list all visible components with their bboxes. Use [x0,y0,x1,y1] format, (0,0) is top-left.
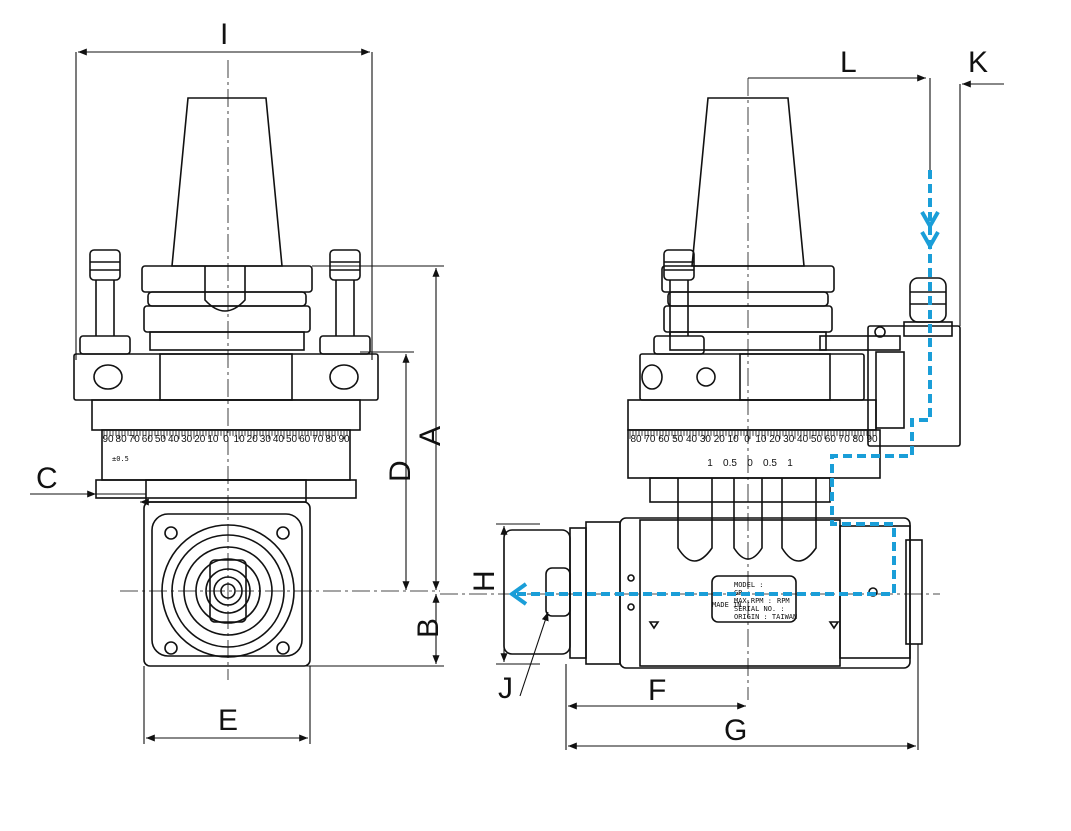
scale-number: 80 [116,434,128,445]
scale-number: 40 [168,434,180,445]
front-clamp-ring [73,353,379,401]
dim-label-e: E [218,704,238,737]
plate-line-model: MODEL : [734,581,764,589]
scale-number: 30 [700,434,712,445]
dim-label-g: G [724,714,747,747]
front-scale-tag: ±0.5 [112,455,129,463]
scale-number: 60 [658,434,670,445]
plate-rpm-unit: RPM [777,597,790,605]
scale-number: 70 [129,434,141,445]
scale-number: 1 [707,458,713,469]
dim-label-i: I [220,18,228,51]
scale-number: 70 [312,434,324,445]
scale-number: 50 [155,434,167,445]
dim-label-l: L [840,46,857,79]
scale-number: 20 [769,434,781,445]
side-view [503,97,961,669]
scale-number: 90 [102,434,114,445]
scale-number: 30 [260,434,272,445]
scale-number: 0.5 [763,458,777,469]
scale-number: 60 [299,434,311,445]
scale-number: 10 [234,434,246,445]
scale-number: 10 [207,434,219,445]
scale-number: 40 [797,434,809,445]
side-scale-ticks [629,431,877,439]
plate-line-rpm: MAX.RPM : [734,597,772,605]
scale-number: 60 [825,434,837,445]
scale-number: 0 [744,434,750,445]
front-taper [171,97,283,267]
front-centerlines [120,60,440,680]
scale-number: 50 [672,434,684,445]
front-housing [91,399,361,431]
dim-label-f: F [648,674,666,707]
front-view [73,97,379,667]
scale-number: 0 [747,458,753,469]
scale-number: 50 [811,434,823,445]
scale-number: 30 [783,434,795,445]
scale-number: 70 [644,434,656,445]
scale-number: 10 [755,434,767,445]
scale-number: 80 [853,434,865,445]
coolant-path [508,170,940,606]
scale-number: 70 [839,434,851,445]
scale-number: 20 [194,434,206,445]
dimension-lines [30,48,1004,750]
name-plate-text: MODEL : GR : MAX.RPM : RPM SERIAL NO. : … [712,581,797,621]
front-flange [141,265,313,293]
scale-number: 20 [714,434,726,445]
scale-number: 0.5 [723,458,737,469]
scale-number: 80 [630,434,642,445]
scale-number: 80 [325,434,337,445]
plate-made-in: MADE IN [712,601,742,609]
front-scale-ticks [103,431,348,439]
side-centerlines [440,78,940,700]
scale-number: 40 [273,434,285,445]
plate-line-origin: ORIGIN : TAIWAN [734,613,797,621]
dim-label-k: K [968,46,988,79]
scale-number: 40 [686,434,698,445]
dim-label-j: J [498,672,513,705]
plate-line-serial: SERIAL NO. : [734,605,785,613]
scale-number: 0 [223,434,229,445]
front-left-clamp-bolt [79,249,131,355]
dim-label-c: C [36,462,58,495]
dim-label-d: D [384,460,417,482]
name-plate [711,575,797,623]
dim-label-a: A [414,426,447,446]
scale-number: 60 [142,434,154,445]
scale-number: 20 [247,434,259,445]
dim-label-b: B [412,618,445,638]
scale-number: 50 [286,434,298,445]
scale-number: 10 [728,434,740,445]
vernier-numbers: 1 0.5 0 0.5 1 [707,458,793,469]
scale-number: 90 [338,434,350,445]
scale-number: 1 [787,458,793,469]
scale-number: 30 [181,434,193,445]
dim-label-h: H [468,570,501,592]
scale-number: 90 [866,434,878,445]
front-lower-head [143,501,311,667]
dimension-labels: I A D B C E L K H J F G [36,18,988,747]
